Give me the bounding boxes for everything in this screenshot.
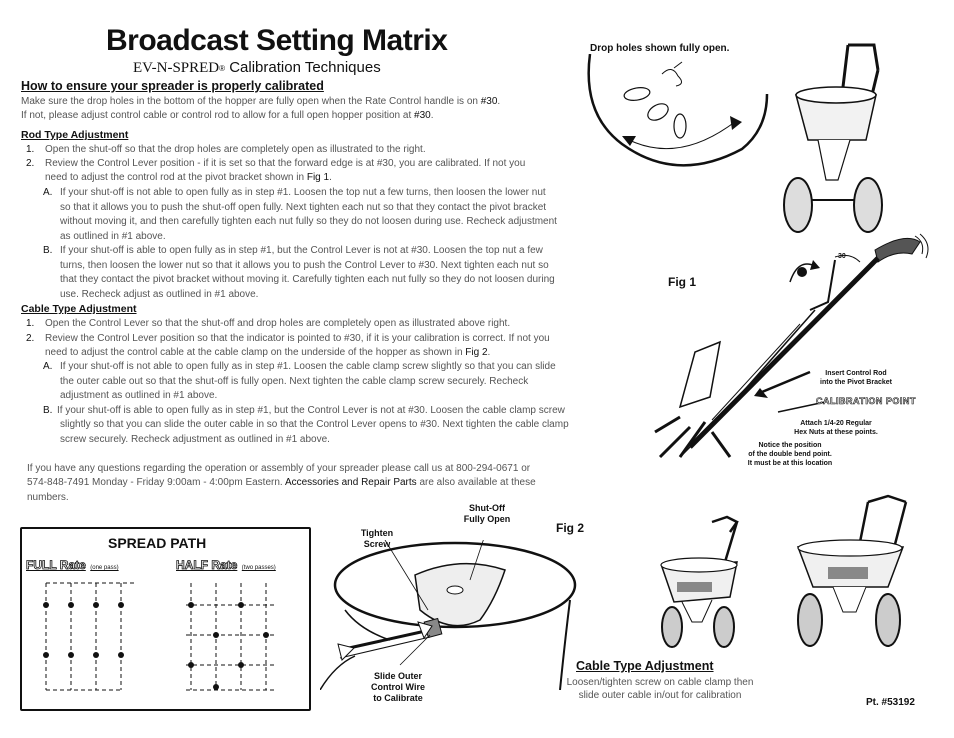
- fig1-reference: Fig 1: [306, 172, 330, 183]
- double-bend-note: Notice the position of the double bend p…: [747, 442, 833, 467]
- rod-spreader-illustration: [783, 43, 883, 233]
- half-rate-spray-markers: [188, 602, 269, 690]
- spread-path-title: SPREAD PATH: [108, 535, 207, 551]
- fig1-label: Fig 1: [668, 275, 697, 289]
- contact-line-2: 574-848-7491 Monday - Friday 9:00am - 4:…: [27, 477, 536, 488]
- shutoff-plate: [414, 562, 506, 627]
- rod-heading: Rod Type Adjustment: [21, 129, 129, 141]
- fig2-reference: Fig 2: [465, 347, 488, 358]
- page-subtitle: EV-N-SPRED® Calibration Techniques: [133, 59, 381, 77]
- pointer-knob: [797, 267, 807, 277]
- cable-spreader-small: [660, 515, 739, 648]
- rod-a-line-2: so that it allows you to push the shut-o…: [60, 202, 547, 213]
- full-rate-paths: [45, 582, 136, 691]
- drop-holes-illustration: [587, 54, 769, 167]
- hex-nuts-note: Attach 1/4-20 Regular Hex Nuts at these …: [794, 420, 878, 436]
- cable-a-line-3: adjustment as outlined in #1 above.: [60, 390, 218, 401]
- brand-name: EV-N-SPRED: [133, 60, 220, 76]
- fig1-illustration: [654, 233, 929, 459]
- insert-rod-note: Insert Control Rod into the Pivot Bracke…: [820, 370, 892, 386]
- drop-hole: [673, 113, 687, 139]
- half-rate-paths: [186, 583, 276, 691]
- fig2-illustration: [320, 540, 577, 690]
- page-title: Broadcast Setting Matrix: [106, 24, 448, 57]
- cable-panel-title: Cable Type Adjustment: [576, 659, 714, 673]
- cable-a-line-2: the outer cable out so that the shut-off…: [60, 376, 529, 387]
- full-rate-spray-markers: [43, 602, 124, 658]
- intro-line-2: If not, please adjust control cable or c…: [21, 110, 434, 121]
- intro-line-1: Make sure the drop holes in the bottom o…: [21, 96, 501, 107]
- half-rate-heading: HALF Rate (two passes): [176, 558, 276, 573]
- tighten-screw-label: Tighten Screw: [360, 528, 394, 549]
- scale-30-label: 30: [838, 253, 846, 260]
- calibration-point-label: CALIBRATION POINT: [816, 396, 916, 407]
- accessories-link[interactable]: Accessories and Repair Parts: [284, 477, 417, 488]
- rod-a-line-4: as outlined in #1 above.: [60, 231, 166, 242]
- drop-hole: [623, 87, 651, 101]
- shutoff-lever: [661, 61, 683, 87]
- rod-b-line-2: turns, then loosen the lower nut so that…: [60, 260, 549, 271]
- contact-line-1: If you have any questions regarding the …: [27, 463, 531, 474]
- cable-step-2-cont: need to adjust the control cable at the …: [45, 347, 491, 358]
- cable-b-line-2: slightly so that you can slide the outer…: [60, 419, 569, 430]
- rod-b-line-3: that they contact the pivot bracket with…: [60, 274, 555, 285]
- drop-holes-caption: Drop holes shown fully open.: [590, 43, 730, 54]
- full-rate-heading: FULL Rate (one pass): [26, 558, 119, 573]
- shutoff-open-label: Shut-Off Fully Open: [463, 503, 511, 524]
- rod-step-2-cont: need to adjust the control rod at the pi…: [45, 172, 332, 183]
- registered-mark: ®: [219, 64, 226, 73]
- slide-wire-label: Slide Outer Control Wire to Calibrate: [371, 671, 425, 703]
- spread-path-diagram: [43, 582, 276, 691]
- rod-a-line-3: without moving it, and then carefully ti…: [60, 216, 557, 227]
- contact-line-3: numbers.: [27, 492, 69, 503]
- drop-hole: [647, 103, 669, 121]
- subtitle-text: Calibration Techniques: [225, 59, 381, 76]
- fig2-label: Fig 2: [556, 521, 585, 535]
- cable-heading: Cable Type Adjustment: [21, 303, 137, 315]
- spread-path-panel: SPREAD PATH FULL Rate (one pass) HALF Ra…: [20, 527, 311, 711]
- intro-heading: How to ensure your spreader is properly …: [21, 79, 324, 93]
- cable-panel-description: Loosen/tighten screw on cable clamp then…: [566, 677, 754, 701]
- rod-b-line-4: use. Recheck adjust as outlined in #1 ab…: [60, 289, 259, 300]
- rotation-arc: [626, 123, 733, 150]
- cable-spreader-large: [796, 494, 908, 647]
- part-number: Pt. #53192: [866, 697, 915, 708]
- cable-b-line-3: screw securely. Recheck adjustment as ou…: [60, 434, 330, 445]
